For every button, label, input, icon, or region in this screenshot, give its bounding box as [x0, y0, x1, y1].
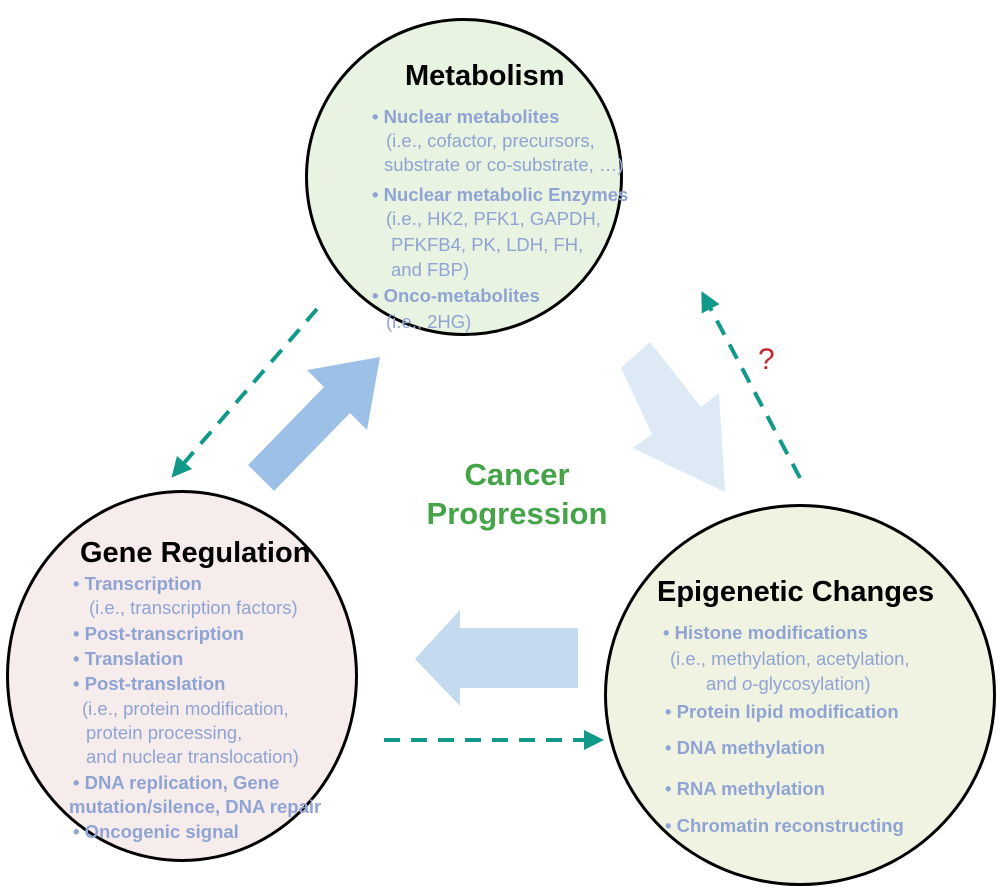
gene-regulation-item: • Translation	[73, 648, 184, 669]
gene-regulation-item: • Post-translation	[73, 673, 226, 694]
gene-regulation-circle	[6, 490, 358, 862]
metabolism-item: (i.e., 2HG)	[386, 311, 472, 332]
metabolism-item: and FBP)	[391, 259, 470, 280]
epigenetic-item: (i.e., methylation, acetylation,	[670, 648, 910, 669]
epigenetic-item-part: and	[706, 673, 743, 694]
block-arrow-epigenetic-to-gene-regulation	[415, 610, 578, 706]
metabolism-item: • Nuclear metabolites	[372, 106, 560, 127]
metabolism-item: (i.e., cofactor, precursors,	[386, 130, 595, 151]
gene-regulation-item: mutation/silence, DNA repair	[69, 796, 322, 817]
metabolism-title: Metabolism	[405, 60, 565, 92]
dashed-arrow-metabolism-to-gene-regulation	[171, 307, 319, 478]
epigenetic-item: • Histone modifications	[663, 622, 868, 643]
epigenetic-item: • DNA methylation	[665, 737, 825, 758]
cancer-progression-label: Cancer Progression	[412, 455, 622, 533]
gene-regulation-item: protein processing,	[86, 722, 243, 743]
epigenetic-item: • RNA methylation	[665, 778, 825, 799]
center-label-line2: Progression	[426, 496, 608, 531]
gene-regulation-item: • Post-transcription	[73, 623, 244, 644]
epigenetic-item: and o-glycosylation)	[706, 672, 871, 696]
gene-regulation-item: • Oncogenic signal	[73, 821, 239, 842]
epigenetic-item: • Chromatin reconstructing	[665, 815, 904, 836]
gene-regulation-item: (i.e., protein modification,	[82, 698, 289, 719]
gene-regulation-item: • DNA replication, Gene	[73, 772, 280, 793]
question-mark: ?	[758, 343, 775, 376]
dashed-arrow-epigenetic-to-metabolism	[701, 291, 802, 479]
epigenetic-changes-circle	[604, 504, 996, 886]
metabolism-circle	[305, 18, 623, 336]
epigenetic-item-italic: o	[742, 673, 753, 694]
block-arrow-metabolism-to-epigenetic	[621, 342, 725, 492]
epigenetic-item-part: -glycosylation)	[752, 673, 871, 694]
metabolism-item: (i.e., HK2, PFK1, GAPDH,	[386, 208, 601, 229]
metabolism-item: • Onco-metabolites	[372, 285, 540, 306]
metabolism-item: • Nuclear metabolic Enzymes	[372, 184, 629, 205]
gene-regulation-title: Gene Regulation	[80, 537, 311, 569]
metabolism-item: substrate or co-substrate, …)	[384, 154, 624, 175]
gene-regulation-item: (i.e., transcription factors)	[89, 597, 298, 618]
epigenetic-item: • Protein lipid modification	[665, 701, 899, 722]
block-arrow-gene-to-metabolism	[248, 357, 380, 491]
gene-regulation-item: and nuclear translocation)	[86, 746, 299, 767]
metabolism-item: PFKFB4, PK, LDH, FH,	[391, 234, 584, 255]
center-label-line1: Cancer	[464, 457, 570, 492]
gene-regulation-item: • Transcription	[73, 573, 202, 594]
epigenetic-changes-title: Epigenetic Changes	[657, 576, 935, 608]
